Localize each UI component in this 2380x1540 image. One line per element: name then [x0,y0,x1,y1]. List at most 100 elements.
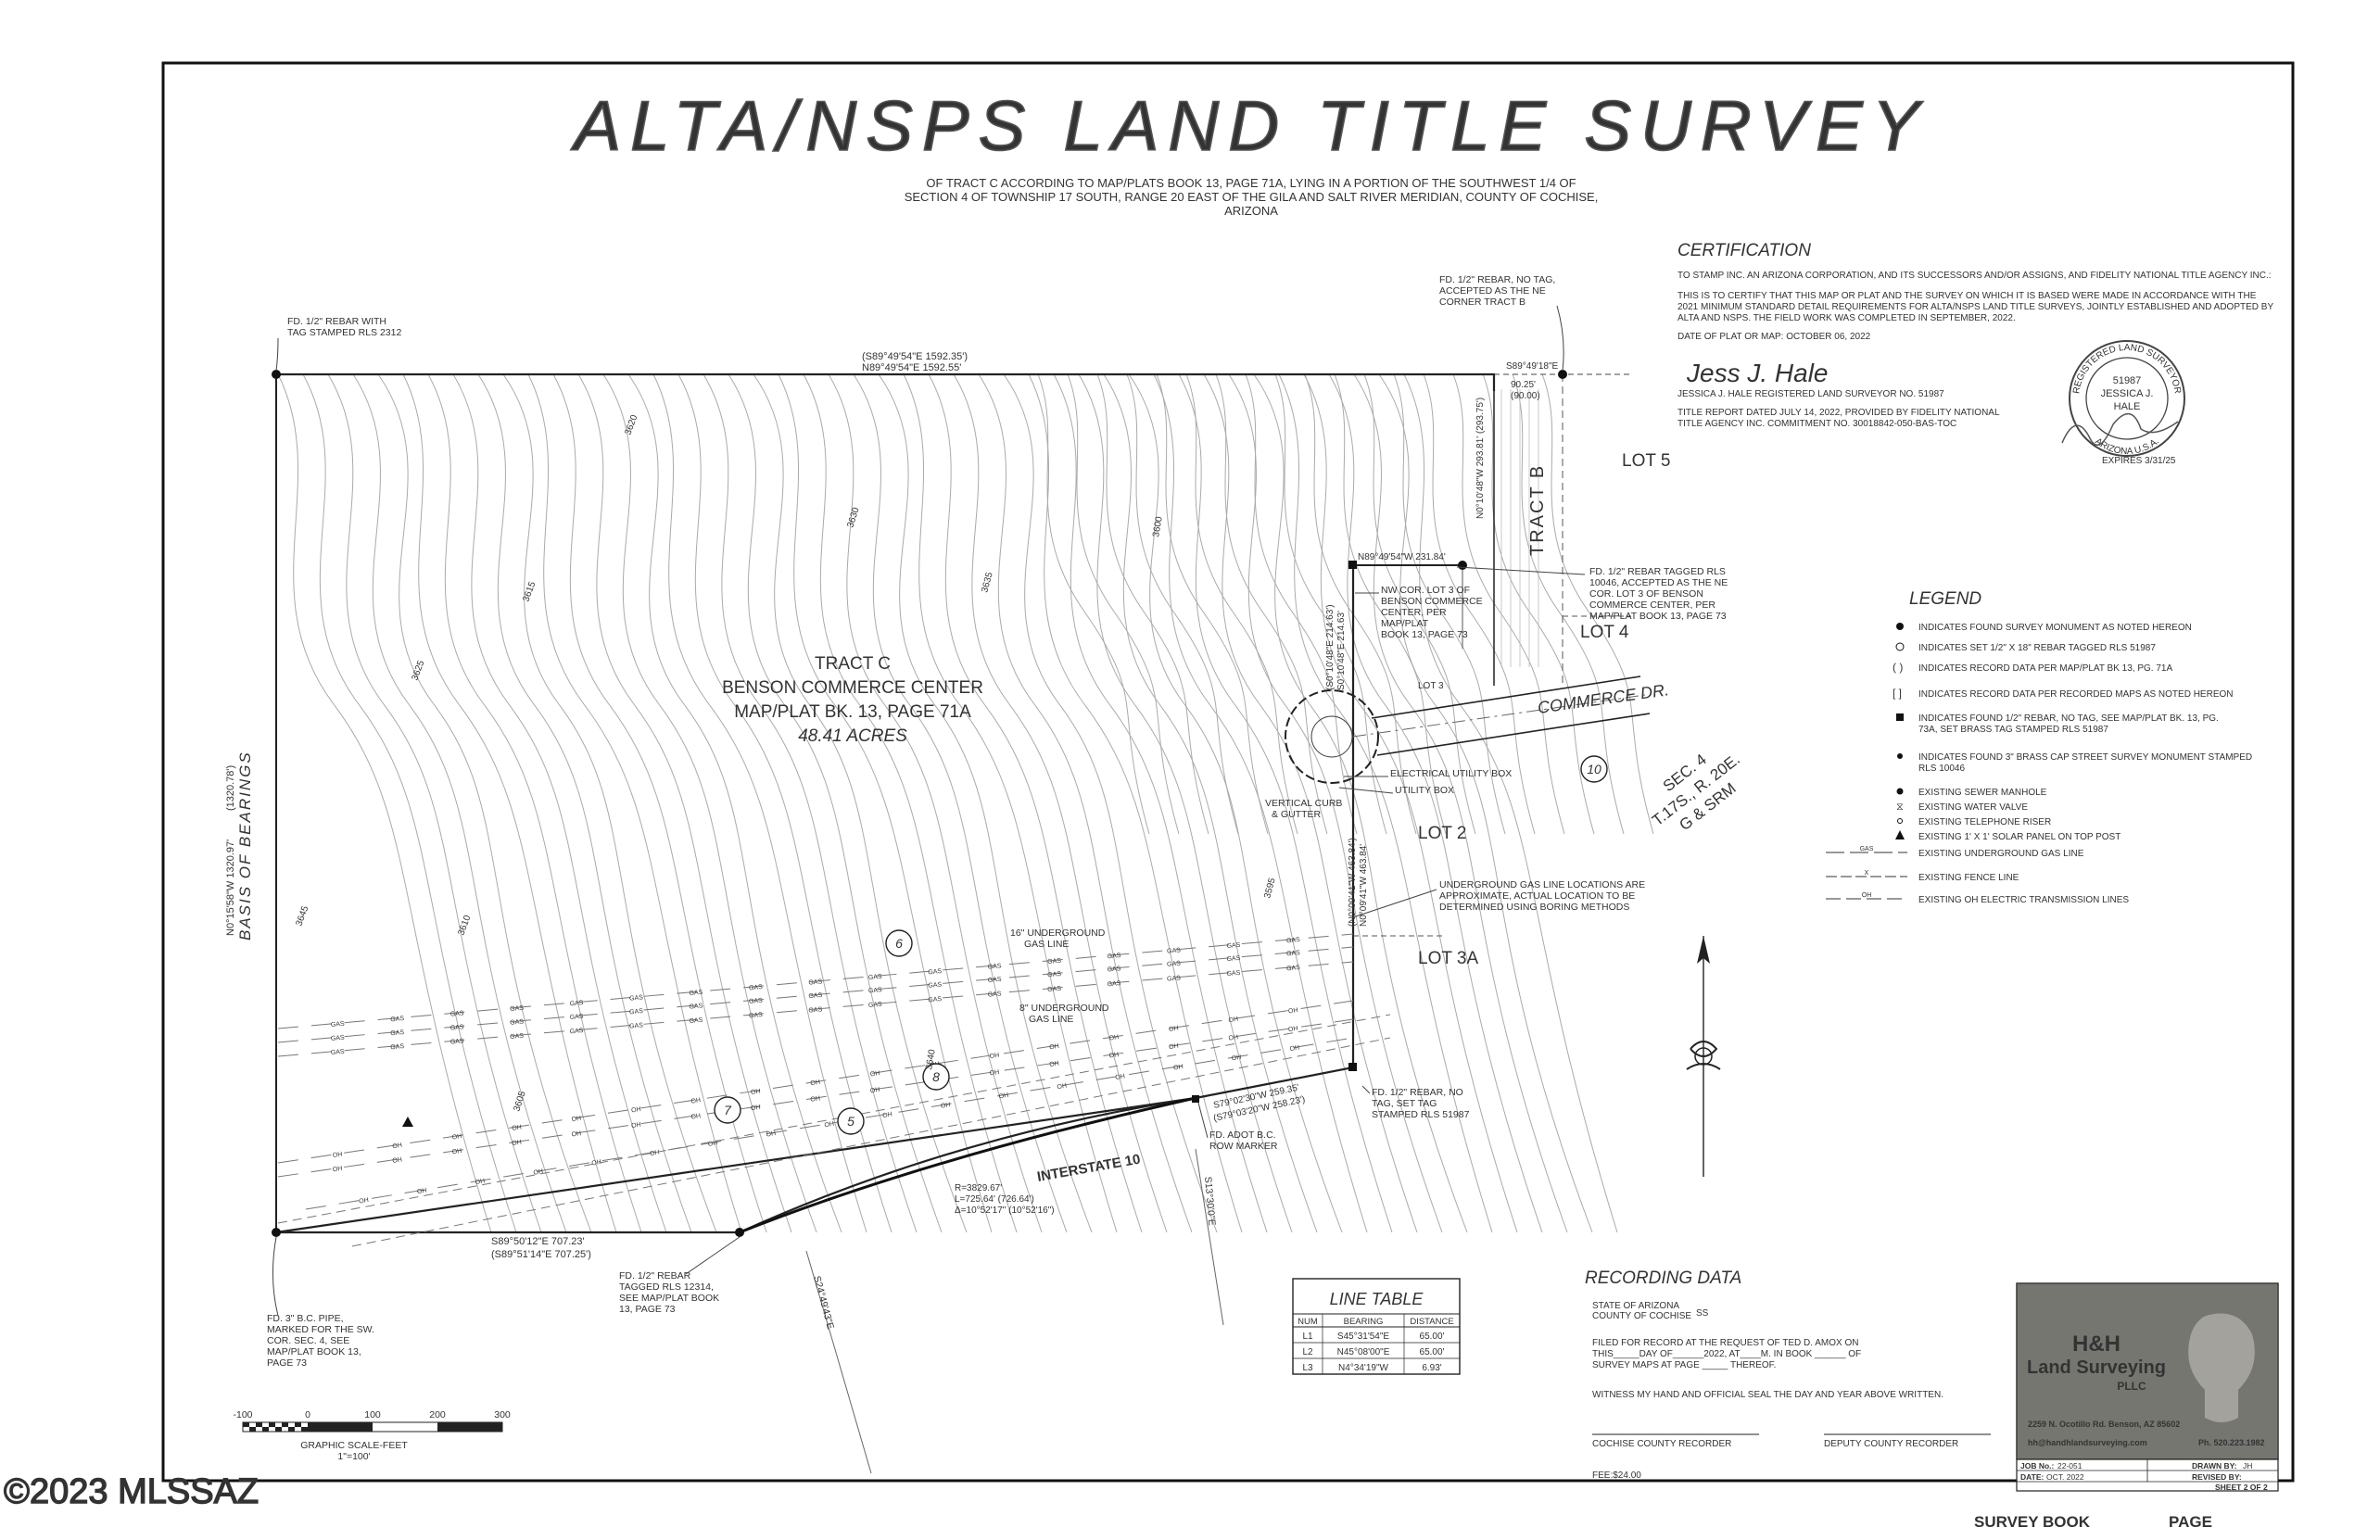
gas-line-label: OH [1057,1083,1067,1092]
line-table-cell: 65.00' [1420,1332,1445,1342]
contour-line [928,373,1143,1233]
recording-heading: RECORDING DATA [1585,1269,1741,1288]
curb-note-1: VERTICAL CURB [1265,798,1342,809]
gas-line-label: OH [392,1156,402,1164]
contour-line [728,373,943,1233]
gas-line-label: GAS [569,1028,584,1035]
gas-line-label: OH [333,1152,343,1159]
certification-heading: CERTIFICATION [1677,241,1811,260]
gas-line-label: GAS [331,1049,346,1056]
mls-watermark: ©2023 MLSSAZ [4,1472,259,1511]
gas-line-label: OH [810,1079,820,1087]
contour-line [1303,373,1518,1233]
sw-pipe-note-1: FD. 3" B.C. PIPE, [267,1313,344,1324]
gas-line-label: GAS [868,987,883,994]
sheet-border [161,61,2295,1483]
found-monument-icon [1896,623,1904,630]
title-report-2: TITLE AGENCY INC. COMMITMENT NO. 3001884… [1677,419,1956,429]
gas-line-label: OH [591,1159,601,1168]
gas-line-label: OH [998,1092,1008,1101]
certification-body-1: THIS IS TO CERTIFY THAT THIS MAP OR PLAT… [1677,291,2257,301]
gas-line [277,1000,1354,1164]
gas-line-label: GAS [1167,975,1182,982]
recording-fee: FEE:$24.00 [1592,1471,1641,1481]
contour-line [527,373,742,1233]
gas-line-label: GAS [689,1003,703,1010]
gas-line-label: OH [751,1105,761,1112]
gas-line-label: GAS [1047,958,1062,966]
lot4-label: LOT 4 [1580,623,1629,642]
cul-de-sac-inner [1310,715,1353,758]
interstate-10-row-2 [351,1037,1391,1247]
lot3-ne-note-2: 10046, ACCEPTED AS THE NE [1589,577,1728,588]
gas-line-label: GAS [928,968,943,976]
gas-line-label: GAS [331,1035,346,1042]
job-number-label: JOB No.: [2020,1461,2055,1471]
gas-line-label: OH [1108,1052,1119,1059]
tract-c-desc-2: MAP/PLAT BK. 13, PAGE 71A [734,702,971,722]
gas-line-label: GAS [1286,965,1301,972]
gas-line-label: OH [1289,1044,1299,1053]
recording-line-6: WITNESS MY HAND AND OFFICIAL SEAL THE DA… [1592,1390,1943,1400]
gas-line-label: OH [941,1102,951,1110]
gas-line-label: OH [650,1150,660,1158]
svg-text:8: 8 [932,1069,940,1084]
contour-line [753,373,968,1233]
gas-lines: GAS GAS GAS GAS GAS GAS GAS GAS GAS GAS GAS GAS GAS G… [277,933,1354,1210]
scale-tick-label: 300 [494,1409,511,1420]
svg-text:6: 6 [895,936,903,951]
brass-cap-icon [1897,753,1903,759]
company-contact: hh@handhlandsurveying.com [2028,1438,2147,1447]
contour-line [703,373,918,1233]
adot-line-2 [1195,1148,1224,1326]
lot3-nw-note-3: CENTER, PER [1381,607,1447,618]
contour-line [1393,373,1506,835]
gas-line-label: GAS [510,1005,525,1013]
scale-label: GRAPHIC SCALE-FEET [300,1440,408,1451]
contour-label: 3610 [456,914,473,937]
legend-item: ( )INDICATES RECORD DATA PER MAP/PLAT BK… [1893,661,2172,674]
nw-monument [272,370,281,379]
recording-line-4: THIS_____DAY OF______2022, AT____M. IN B… [1592,1349,1861,1359]
scale-segment [308,1422,373,1432]
subtitle-line-3: ARIZONA [1224,204,1278,218]
contour-line [452,373,667,1233]
telephone-riser-icon [1897,818,1903,824]
legend-item: EXISTING SEWER MANHOLE [1896,788,2047,798]
gas-line-label: OH [1231,1054,1241,1063]
gas-line-label: OH [810,1095,820,1103]
lot3-east-bearing-rec: (S0°10'48"E 214.63') [1325,604,1336,690]
contour-line [828,373,1043,1233]
gas-line-label: GAS [749,984,764,991]
contour-line [1153,373,1368,1233]
gas16-note-1: 16" UNDERGROUND [1010,928,1106,939]
lot3a-label: LOT 3A [1418,949,1478,968]
gas-line-label: GAS [1047,986,1062,993]
south-rebar-note-3: SEE MAP/PLAT BOOK [619,1293,719,1304]
gas-line-label: OH [707,1140,717,1148]
line-table-cell: L3 [1302,1363,1313,1373]
contour-line [352,373,567,1233]
gas-line-label: GAS [808,978,823,986]
found-rebar-square-icon [1896,713,1904,721]
gas-line-label: GAS [1226,955,1241,963]
gas-line-label: GAS [390,1016,405,1023]
lot3-ne-monument [1458,561,1467,570]
contour-line [1103,373,1318,1233]
leader-lines [272,305,1586,1317]
street-label: COMMERCE DR. [1537,680,1670,717]
ne-tract-b-monument [1558,370,1567,379]
se-rebar-note-1: FD. 1/2" REBAR, NO [1372,1087,1463,1098]
lot3-ne-note-1: FD. 1/2" REBAR TAGGED RLS [1589,566,1726,577]
certification-to: TO STAMP INC. AN ARIZONA CORPORATION, AN… [1677,271,2272,281]
scale-check [243,1422,249,1427]
line-table-header: NUM [1298,1317,1318,1327]
svg-text:5: 5 [847,1114,855,1129]
recording-data: RECORDING DATA STATE OF ARIZONA COUNTY O… [1585,1269,1991,1481]
legend-text: 73A, SET BRASS TAG STAMPED RLS 51987 [1918,725,2108,735]
revised-by-label: REVISED BY: [2192,1472,2242,1482]
